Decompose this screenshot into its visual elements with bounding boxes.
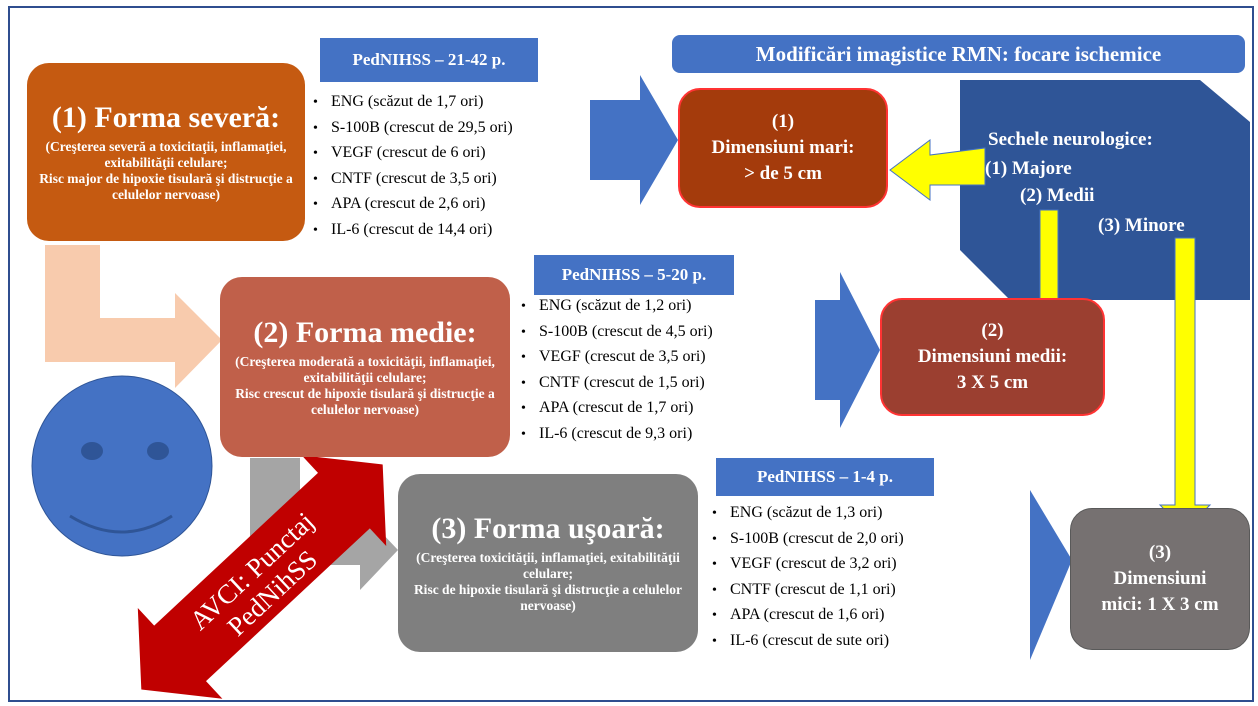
marker-item: S-100B (crescut de 2,0 ori): [712, 527, 904, 553]
marker-item: ENG (scăzut de 1,2 ori): [521, 294, 713, 320]
marker-item: IL-6 (crescut de sute ori): [712, 629, 904, 655]
elbow-arrow-severe-to-medium: [45, 245, 222, 388]
chevron-arrow-mild: [1030, 490, 1072, 660]
avci-double-arrow: [137, 455, 387, 699]
medium-form-box: (2) Forma medie: (Creşterea moderată a t…: [220, 277, 510, 457]
imaging-header: Modificări imagistice RMN: focare ischem…: [672, 35, 1245, 73]
marker-item: ENG (scăzut de 1,7 ori): [313, 90, 513, 116]
medium-markers-list: ENG (scăzut de 1,2 ori)S-100B (crescut d…: [521, 294, 713, 447]
sequelae-panel: [960, 80, 1250, 300]
marker-item: APA (crescut de 2,6 ori): [313, 192, 513, 218]
marker-item: VEGF (crescut de 3,5 ori): [521, 345, 713, 371]
marker-item: APA (crescut de 1,6 ori): [712, 603, 904, 629]
marker-item: CNTF (crescut de 1,1 ori): [712, 578, 904, 604]
marker-item: APA (crescut de 1,7 ori): [521, 396, 713, 422]
sequelae-major: (1) Majore: [985, 158, 1072, 179]
severe-score-badge: PedNIHSS – 21-42 p.: [320, 38, 538, 82]
chevron-arrow-medium: [815, 272, 880, 428]
medium-score-badge: PedNIHSS – 5-20 p.: [534, 255, 734, 295]
yellow-arrow-to-large: [889, 139, 986, 201]
mild-form-title: (3) Forma uşoară:: [431, 512, 665, 545]
severe-form-title: (1) Forma severă:: [51, 101, 281, 134]
marker-item: CNTF (crescut de 3,5 ori): [313, 167, 513, 193]
sequelae-title: Sechele neurologice:: [988, 129, 1153, 150]
marker-item: IL-6 (crescut de 9,3 ori): [521, 422, 713, 448]
chevron-arrow-severe: [590, 75, 678, 205]
mild-form-description: (Creşterea toxicităţii, inflamaţiei, exi…: [413, 550, 683, 613]
dimension-medium-box: (2) Dimensiuni medii: 3 X 5 cm: [880, 298, 1105, 416]
dimension-large-box: (1) Dimensiuni mari: > de 5 cm: [678, 88, 888, 208]
marker-item: S-100B (crescut de 4,5 ori): [521, 320, 713, 346]
marker-item: CNTF (crescut de 1,5 ori): [521, 371, 713, 397]
marker-item: S-100B (crescut de 29,5 ori): [313, 116, 513, 142]
diagram-frame: [8, 6, 1254, 702]
medium-form-title: (2) Forma medie:: [253, 316, 477, 349]
medium-form-description: (Creşterea moderată a toxicităţii, infla…: [235, 354, 495, 417]
dimension-small-box: (3) Dimensiuni mici: 1 X 3 cm: [1070, 508, 1250, 650]
marker-item: VEGF (crescut de 3,2 ori): [712, 552, 904, 578]
severe-form-description: (Creşterea severă a toxicitaţii, inflama…: [39, 139, 293, 202]
marker-item: VEGF (crescut de 6 ori): [313, 141, 513, 167]
mild-score-badge: PedNIHSS – 1-4 p.: [716, 458, 934, 496]
sequelae-minor: (3) Minore: [1098, 215, 1185, 236]
mild-markers-list: ENG (scăzut de 1,3 ori)S-100B (crescut d…: [712, 501, 904, 654]
marker-item: ENG (scăzut de 1,3 ori): [712, 501, 904, 527]
mild-form-box: (3) Forma uşoară: (Creşterea toxicităţii…: [398, 474, 698, 652]
smiley-face: [31, 375, 213, 557]
marker-item: IL-6 (crescut de 14,4 ori): [313, 218, 513, 244]
severe-form-box: (1) Forma severă: (Creşterea severă a to…: [27, 63, 305, 241]
severe-markers-list: ENG (scăzut de 1,7 ori)S-100B (crescut d…: [313, 90, 513, 243]
sequelae-medium: (2) Medii: [1020, 185, 1095, 206]
